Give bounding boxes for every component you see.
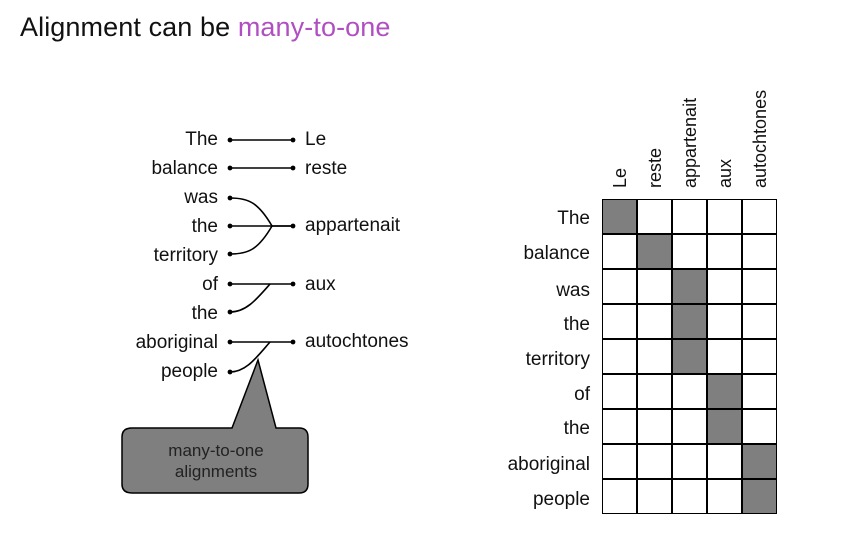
- matrix-cell-people-appartenait: [672, 479, 707, 514]
- matrix-cell-was-aux: [707, 269, 742, 304]
- title-prefix: Alignment can be: [20, 12, 238, 42]
- column-label-1: Le: [610, 167, 630, 188]
- row-label-6: of: [574, 384, 590, 405]
- matrix-cell-The-autochtones: [742, 199, 777, 234]
- matrix-cell-territory-Le: [602, 339, 637, 374]
- matrix-cell-was-appartenait: [672, 269, 707, 304]
- matrix-cell-balance-appartenait: [672, 234, 707, 269]
- matrix-cell-balance-autochtones: [742, 234, 777, 269]
- matrix-cell-of-reste: [637, 374, 672, 409]
- matrix-cell-aboriginal-autochtones: [742, 444, 777, 479]
- matrix-cell-was-autochtones: [742, 269, 777, 304]
- column-label-5: autochtones: [750, 89, 770, 188]
- matrix-cell-people-reste: [637, 479, 672, 514]
- target-word-4: aux: [305, 274, 336, 295]
- matrix-cell-The-appartenait: [672, 199, 707, 234]
- column-label-2: reste: [645, 147, 665, 188]
- matrix-cell-the-reste: [637, 409, 672, 444]
- source-word-7: the: [191, 303, 218, 324]
- matrix-cell-territory-appartenait: [672, 339, 707, 374]
- matrix-cell-territory-aux: [707, 339, 742, 374]
- matrix-cell-of-Le: [602, 374, 637, 409]
- matrix-cell-the-autochtones: [742, 409, 777, 444]
- callout-text: many-to-one alignments: [128, 440, 304, 482]
- matrix-cell-people-autochtones: [742, 479, 777, 514]
- source-word-6: of: [202, 274, 218, 295]
- row-label-9: people: [532, 489, 590, 510]
- matrix-cell-The-reste: [637, 199, 672, 234]
- target-word-5: autochtones: [305, 331, 409, 352]
- matrix-cell-the-Le: [602, 304, 637, 339]
- matrix-cell-The-Le: [602, 199, 637, 234]
- source-word-4: the: [191, 216, 218, 237]
- row-label-7: the: [563, 418, 590, 439]
- link-was-appartenait: [229, 197, 293, 227]
- matrix-cell-the-autochtones: [742, 304, 777, 339]
- matrix-cell-people-aux: [707, 479, 742, 514]
- matrix-cell-balance-reste: [637, 234, 672, 269]
- matrix-cell-of-aux: [707, 374, 742, 409]
- matrix-cell-The-aux: [707, 199, 742, 234]
- row-label-5: territory: [525, 349, 590, 370]
- matrix-cell-aboriginal-appartenait: [672, 444, 707, 479]
- matrix-cell-the-appartenait: [672, 409, 707, 444]
- row-label-4: the: [563, 314, 590, 335]
- matrix-cell-people-Le: [602, 479, 637, 514]
- column-label-3: appartenait: [680, 97, 700, 188]
- matrix-cell-the-Le: [602, 409, 637, 444]
- matrix-cell-of-autochtones: [742, 374, 777, 409]
- title-highlight: many-to-one: [237, 12, 391, 42]
- matrix-cell-was-reste: [637, 269, 672, 304]
- link-the-aux: [229, 283, 271, 313]
- column-label-4: aux: [715, 158, 735, 188]
- source-word-8: aboriginal: [135, 332, 218, 353]
- target-word-2: reste: [305, 158, 348, 179]
- target-word-3: appartenait: [305, 215, 401, 236]
- row-label-1: The: [557, 208, 590, 229]
- source-word-9: people: [160, 361, 218, 382]
- source-word-2: balance: [151, 158, 218, 179]
- callout-line-1: many-to-one: [168, 441, 264, 460]
- link-people-autochtones: [229, 341, 271, 373]
- matrix-cell-the-aux: [707, 304, 742, 339]
- matrix-cell-balance-Le: [602, 234, 637, 269]
- matrix-cell-balance-aux: [707, 234, 742, 269]
- matrix-cell-of-appartenait: [672, 374, 707, 409]
- matrix-cell-aboriginal-Le: [602, 444, 637, 479]
- matrix-cell-the-reste: [637, 304, 672, 339]
- link-territory-appartenait: [229, 225, 273, 255]
- matrix-cell-aboriginal-reste: [637, 444, 672, 479]
- matrix-cell-territory-autochtones: [742, 339, 777, 374]
- source-word-5: territory: [153, 245, 218, 266]
- row-label-3: was: [556, 280, 590, 301]
- target-word-1: Le: [305, 129, 327, 150]
- slide-title: Alignment can be many-to-one: [20, 12, 391, 43]
- row-label-8: aboriginal: [507, 454, 590, 475]
- matrix-cell-the-appartenait: [672, 304, 707, 339]
- source-word-1: The: [185, 129, 218, 150]
- matrix-cell-the-aux: [707, 409, 742, 444]
- matrix-cell-aboriginal-aux: [707, 444, 742, 479]
- source-word-3: was: [184, 187, 218, 208]
- row-label-2: balance: [523, 243, 590, 264]
- callout-bubble: [121, 357, 309, 494]
- matrix-cell-territory-reste: [637, 339, 672, 374]
- matrix-cell-was-Le: [602, 269, 637, 304]
- callout-line-2: alignments: [174, 462, 258, 481]
